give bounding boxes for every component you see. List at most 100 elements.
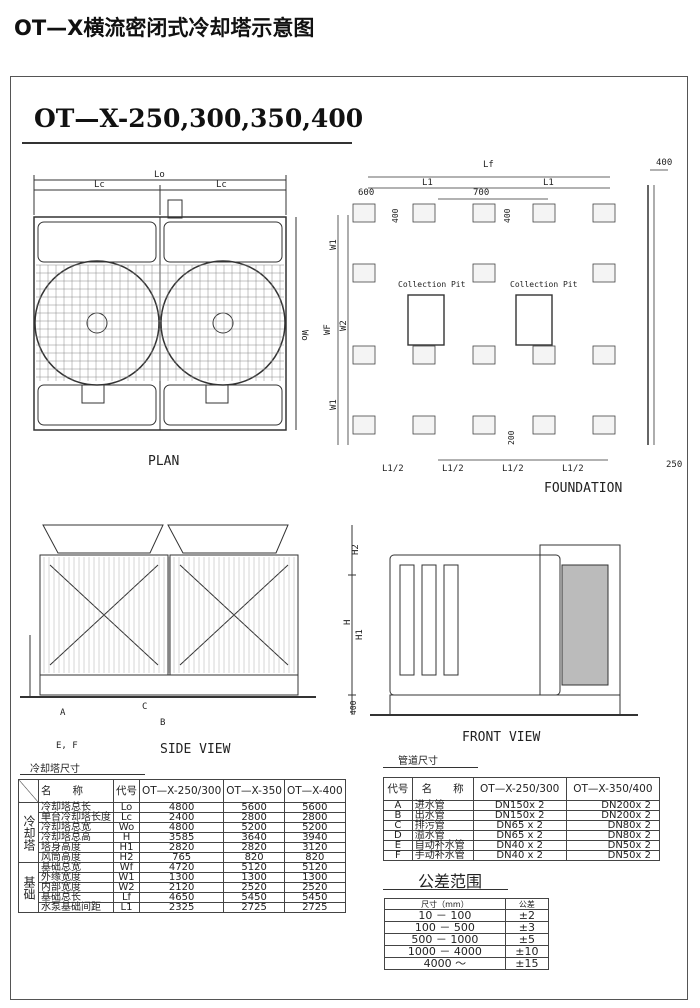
collection-pit-label: Collection Pit [398,280,466,289]
value-m3: 1300 [283,872,346,883]
plan-drawing: Lc Lo Lc Wo PLAN [33,170,309,469]
value-m2: 2725 [223,902,285,913]
row-code: Wo [113,822,140,833]
dim-lf: Lf [483,160,494,170]
foundation-pad [412,203,436,223]
row-code: Wf [113,862,140,873]
dim-w1-bottom: W1 [329,399,339,410]
table-row: 100 － 500±3 [384,921,550,934]
dim-w2: W2 [339,320,349,331]
foundation-pad [472,345,496,365]
dim-half-l1: L1/2 [562,464,584,474]
dim-400: 400 [349,700,358,715]
dimensions-table: 名 称 代号 OT—X-250/300 OT—X-350 OT—X-400 冷却… [18,779,346,913]
plan-label: PLAN [148,454,179,469]
page-title: OT—X横流密闭式冷却塔示意图 [14,16,315,40]
foundation-pad [352,345,376,365]
value-m3: 2725 [283,902,346,913]
tolerance: ±2 [504,909,550,922]
drawing-frame [10,76,688,1000]
row-name: 风筒高度 [38,852,114,863]
row-code: F [383,850,413,861]
foundation-pad [412,415,436,435]
dim-700: 700 [473,188,489,198]
row-name: 自动补水管 [411,840,474,851]
tolerance: ±5 [504,933,550,946]
foundation-label: FOUNDATION [544,481,622,496]
row-name: 基础总长 [38,892,114,903]
col-name: 名 称 [411,777,474,801]
table-row: 1000 － 4000±10 [384,945,550,958]
size-range: 100 － 500 [384,921,506,934]
value-m1: 3585 [138,832,225,843]
subtitle-underline [22,142,352,144]
value-m3: 3940 [283,832,346,843]
value-m2: 3640 [223,832,285,843]
value-m1: 4800 [138,802,225,813]
pipe-b-label: B [160,718,165,728]
pipe-a-label: A [60,708,66,718]
corner-cell [18,779,39,803]
tolerance-caption: 公差范围 [418,872,483,891]
row-code: C [383,820,413,831]
dim-w1-top: W1 [329,239,339,250]
row-code: W1 [113,872,140,883]
value-m2: DN80x 2 [565,830,661,841]
row-code: D [383,830,413,841]
dim-400-a: 400 [391,208,400,223]
dim-l1-b: L1 [543,178,554,188]
row-code: Lc [113,812,140,823]
value-m1: 2325 [138,902,225,913]
foundation-pad [472,263,496,283]
value-m1: DN150x 2 [472,800,567,811]
dim-lc-left: Lc [94,180,105,190]
value-m1: 4720 [138,862,225,873]
dim-half-l1: L1/2 [382,464,404,474]
value-m2: DN200x 2 [565,800,661,811]
value-m2: 1300 [223,872,285,883]
value-m1: DN65 x 2 [472,820,567,831]
col-m2: OT—X-350/400 [565,777,661,801]
row-code: L1 [113,902,140,913]
value-m3: 5120 [283,862,346,873]
row-name: 手动补水管 [411,850,474,861]
row-name: 外缘宽度 [38,872,114,883]
row-code: A [383,800,413,811]
value-m2: 5200 [223,822,285,833]
dim-h1: H1 [355,629,365,640]
value-m3: 5600 [283,802,346,813]
row-name: 进水管 [411,800,474,811]
row-name: 溢水管 [411,830,474,841]
col-m2: OT—X-350 [223,779,285,803]
value-m2: 5600 [223,802,285,813]
value-m2: 2820 [223,842,285,853]
value-m1: 2400 [138,812,225,823]
value-m2: 5120 [223,862,285,873]
foundation-pad [532,203,556,223]
dim-250: 250 [666,460,682,470]
tolerance: ±15 [504,957,550,970]
dim-h: H [343,620,353,625]
dim-half-l1: L1/2 [442,464,464,474]
size-range: 500 － 1000 [384,933,506,946]
side-view-drawing: A C B E, F SIDE VIEW [20,524,316,757]
foundation-pad [532,345,556,365]
col-name: 名 称 [38,779,114,803]
group-label: 冷却塔 [18,802,39,863]
row-code: H [113,832,140,843]
value-m3: 2520 [283,882,346,893]
foundation-pad [352,263,376,283]
value-m3: 5450 [283,892,346,903]
foundation-pad [472,203,496,223]
size-range: 4000 ～ [384,957,506,970]
value-m1: 1300 [138,872,225,883]
value-m1: 765 [138,852,225,863]
row-name: 塔身高度 [38,842,114,853]
